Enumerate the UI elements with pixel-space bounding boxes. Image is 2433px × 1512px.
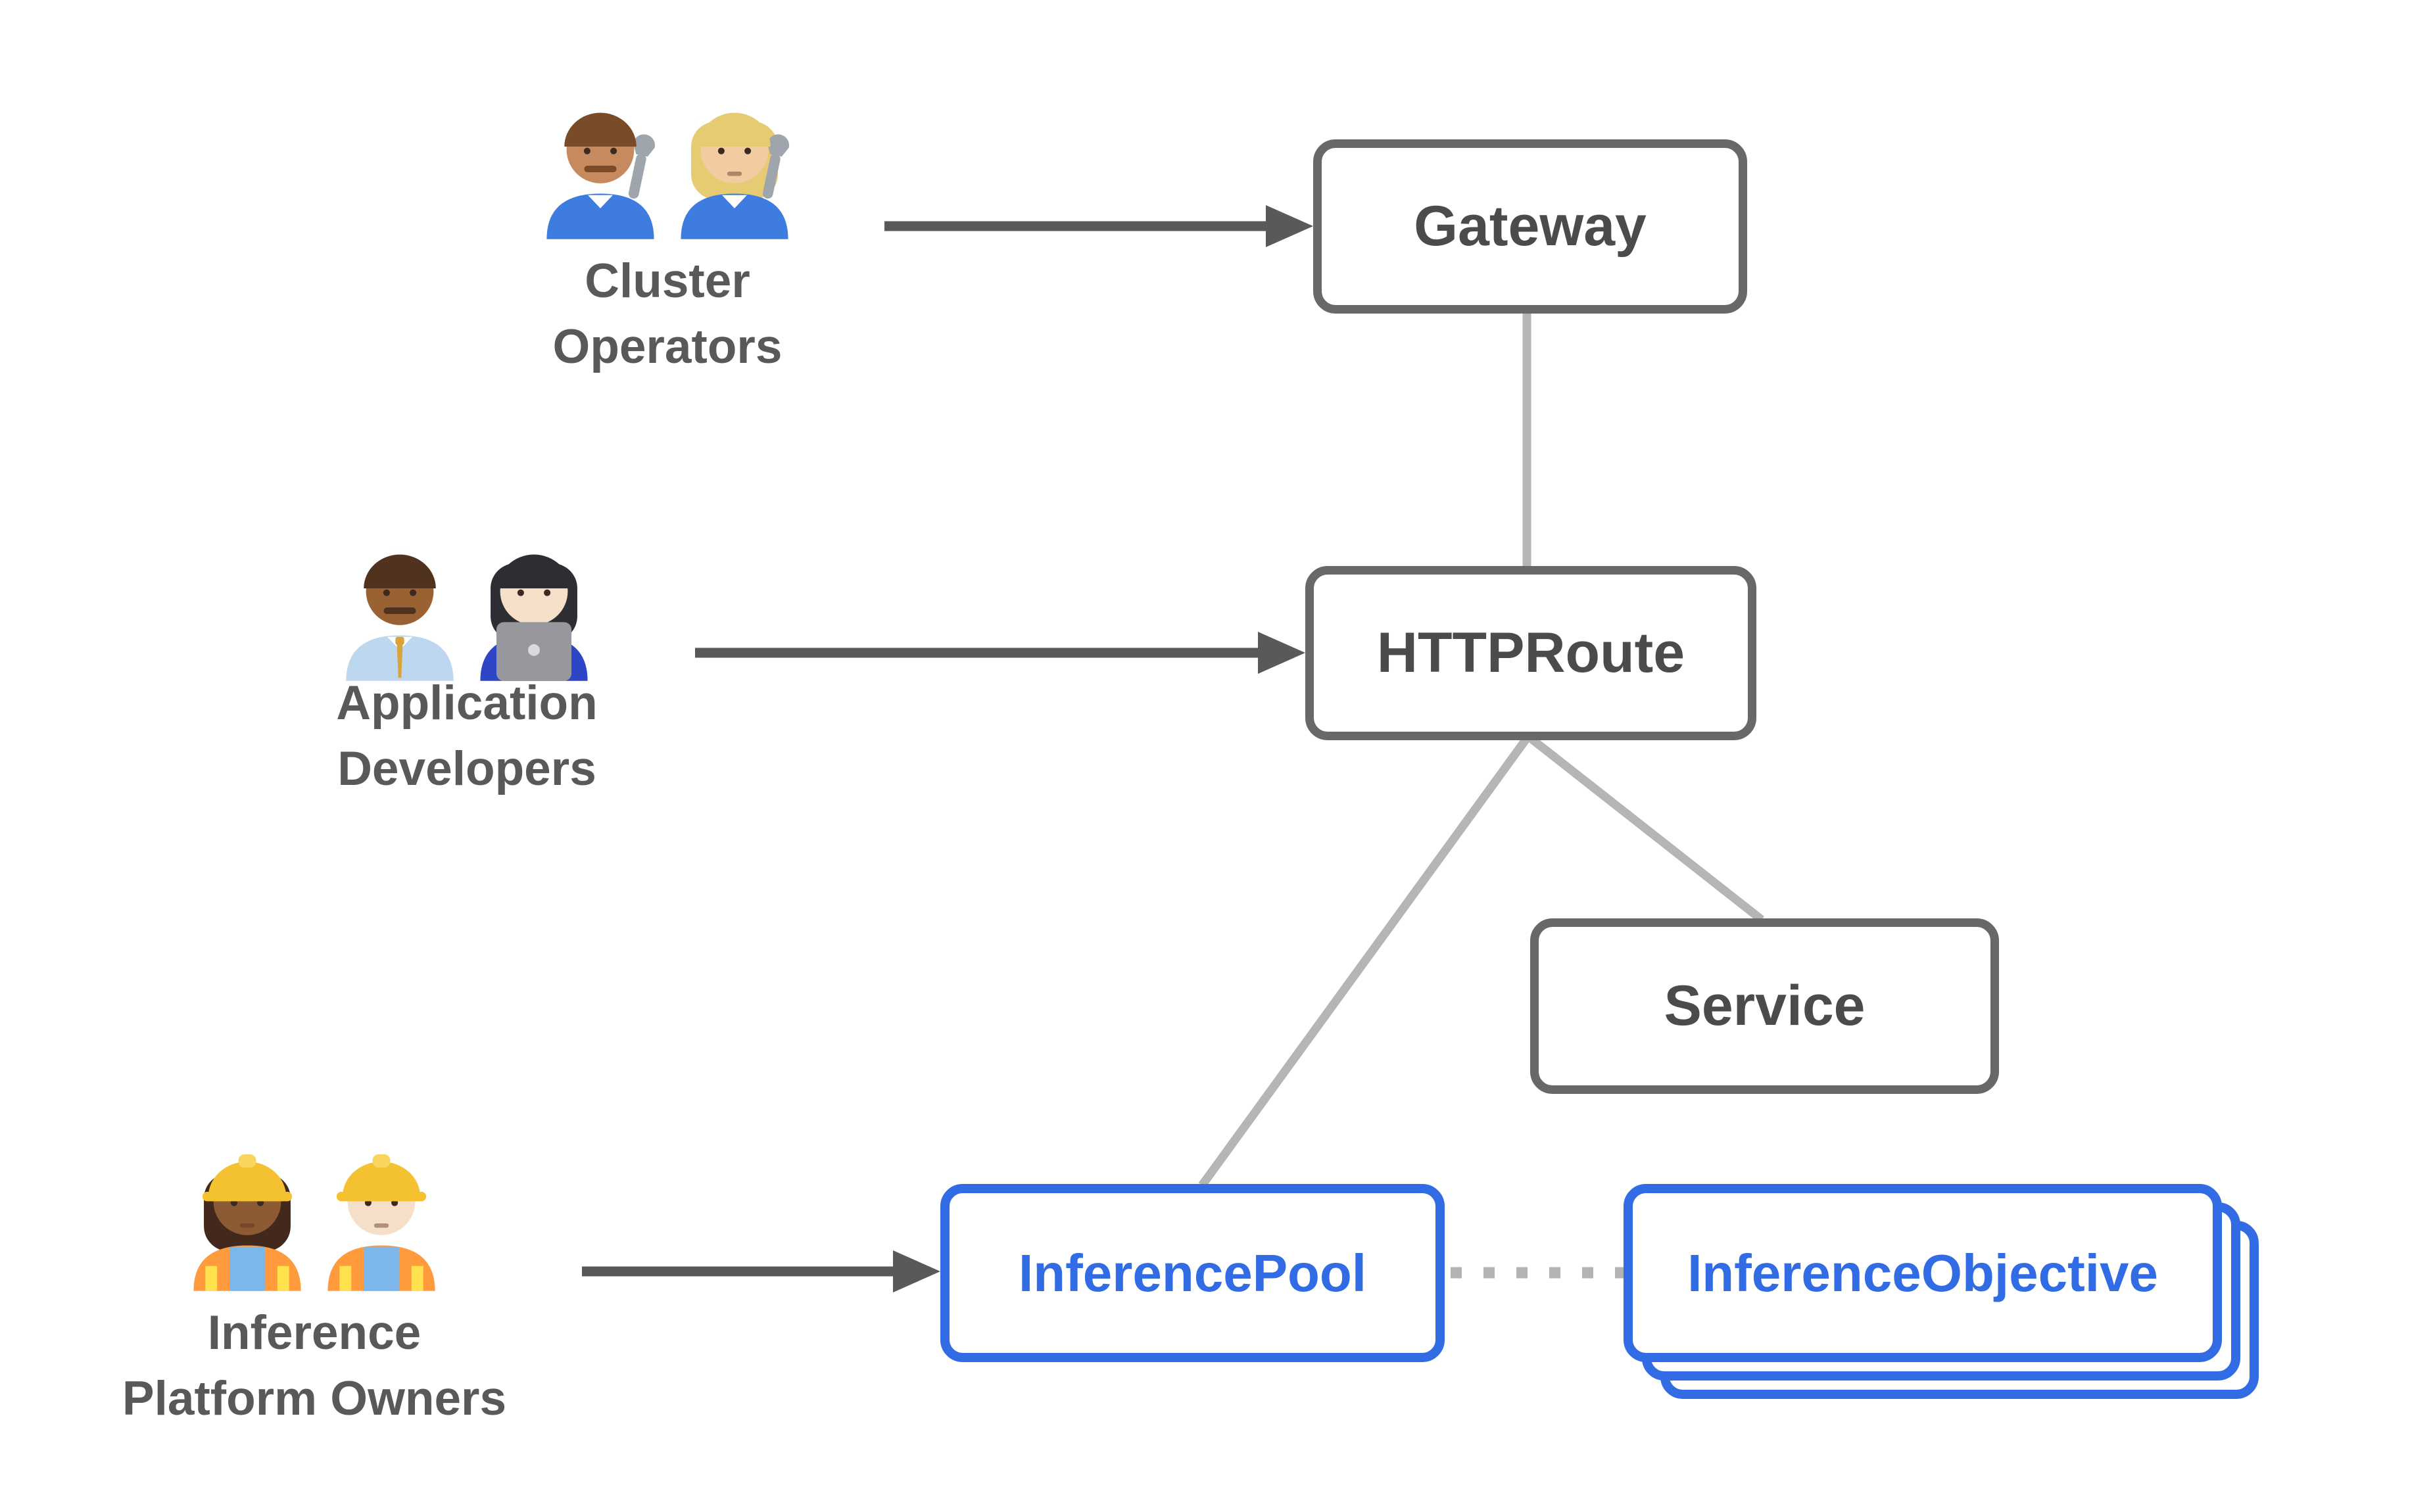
arrow-application-developers-to-httproute [695,632,1305,674]
man-office-worker-emoji [337,534,462,681]
cluster-operators-emoji-row [538,92,797,239]
node-httproute: HTTPRoute [1305,566,1756,740]
cluster-operators-label: Cluster Operators [404,248,930,380]
cluster-operators-label-line2: Operators [552,320,783,373]
woman-mechanic-emoji [672,92,797,239]
application-developers-emoji-row [337,534,596,681]
cluster-operators-label-line1: Cluster [585,254,750,308]
node-service: Service [1530,918,1999,1094]
inference-platform-owners-label-line2: Platform Owners [122,1372,507,1425]
application-developers-label: Application Developers [204,671,730,802]
edge-httproute-service [1525,732,1765,924]
node-inferenceobjective-stack: InferenceObjective [1624,1184,2307,1447]
woman-construction-worker-emoji [185,1144,310,1291]
inference-platform-owners-emoji-row [185,1144,444,1291]
node-httproute-label: HTTPRoute [1376,621,1685,684]
application-developers-label-line1: Application [336,676,598,730]
node-inferenceobjective: InferenceObjective [1624,1184,2222,1362]
arrow-platform-owners-to-inferencepool [582,1250,940,1292]
inference-platform-owners-label: Inference Platform Owners [51,1300,577,1432]
woman-technologist-emoji [471,534,596,681]
node-service-label: Service [1664,974,1866,1037]
man-mechanic-emoji [538,92,663,239]
man-construction-worker-emoji [319,1144,444,1291]
application-developers-label-line2: Developers [337,742,596,795]
node-inferencepool-label: InferencePool [1018,1243,1367,1302]
inference-platform-owners-label-line1: Inference [207,1306,422,1359]
node-gateway-label: Gateway [1414,195,1647,258]
arrow-cluster-operators-to-gateway [884,205,1313,247]
node-inferenceobjective-label: InferenceObjective [1687,1243,2158,1302]
edge-httproute-inferencepool [1198,734,1532,1188]
node-gateway: Gateway [1313,139,1747,314]
node-inferencepool: InferencePool [940,1184,1445,1362]
